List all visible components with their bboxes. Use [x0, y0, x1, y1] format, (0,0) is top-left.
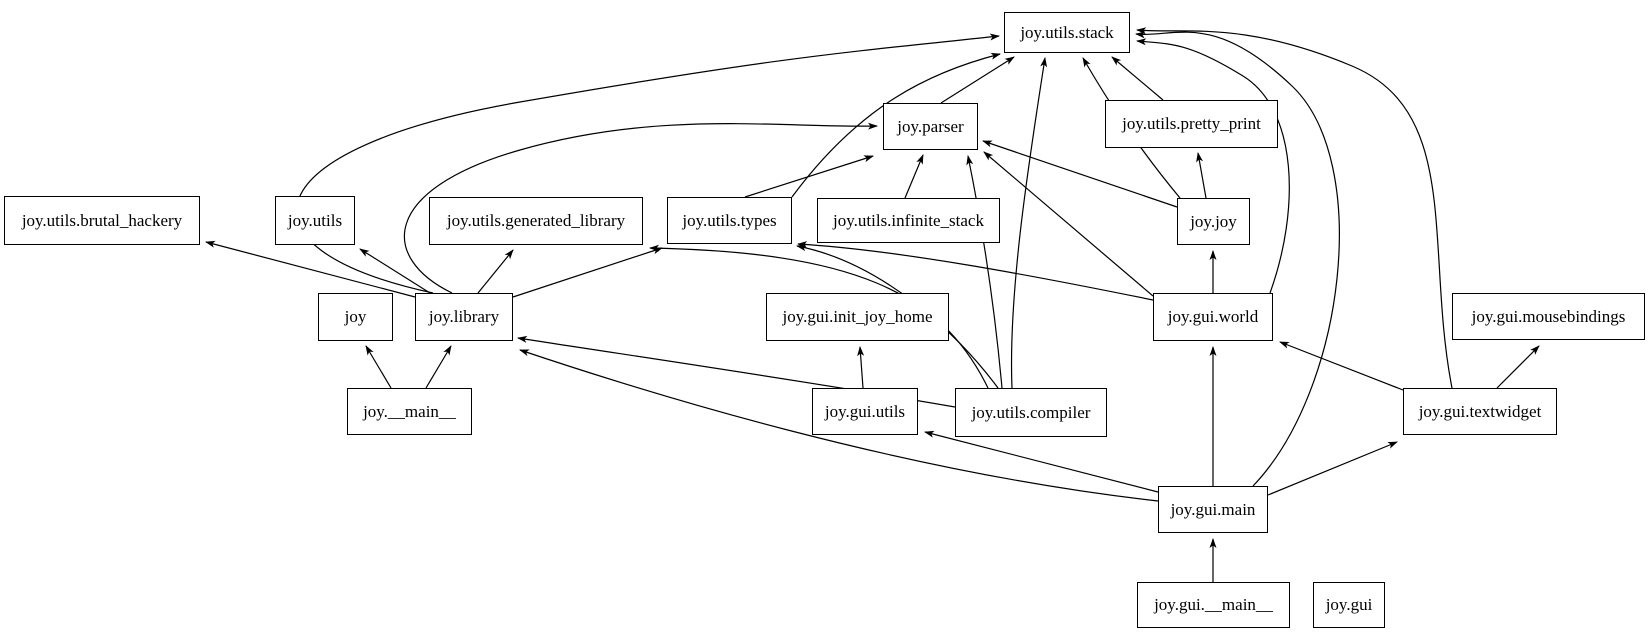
node-joy-gui-mousebindings: joy.gui.mousebindings: [1452, 293, 1645, 340]
node-joy-utils-compiler: joy.utils.compiler: [955, 388, 1107, 437]
edge-joy-joy-to-joy-utils-pretty-print: [1196, 152, 1207, 199]
node-label-joy-gui-world: joy.gui.world: [1167, 307, 1259, 326]
edge-joy-library-to-joy-utils-types: [512, 247, 663, 298]
edge-joy-utils-types-to-joy-utils-stack: [791, 52, 1001, 198]
node-joy-utils-pretty-print: joy.utils.pretty_print: [1105, 100, 1278, 148]
edge-joy-utils-compiler-to-joy-parser: [966, 155, 1003, 389]
node-label-joy-parser: joy.parser: [897, 116, 964, 136]
node-label-joy-gui-mousebindings: joy.gui.mousebindings: [1471, 306, 1626, 326]
node-label-joy-utils-types: joy.utils.types: [682, 210, 777, 230]
edge-joy-gui-main-to-joy-utils-stack: [1135, 31, 1340, 487]
edge-joy-library-to-joy-utils-stack: [295, 33, 1000, 294]
edge-joy-gui-utils-to-joy-gui-init-joy-home: [857, 346, 865, 389]
edge-joy-utils-infinite-stack-to-joy-parser: [904, 154, 924, 199]
node-label-joy-gui-main: joy.gui.main: [1170, 499, 1256, 519]
node-joy-gui-main: joy.gui.main: [1158, 486, 1268, 533]
node-joy-gui-textwidget: joy.gui.textwidget: [1403, 388, 1557, 435]
edge-joy-gui-main-to-joy-gui-utils: [924, 430, 1159, 493]
node-joy-utils-generated-library: joy.utils.generated_library: [429, 197, 643, 245]
node-label-joy-gui-main-module: joy.gui.__main__: [1154, 595, 1273, 614]
node-label-joy-gui: joy.gui: [1325, 595, 1373, 614]
node-label-joy-gui-init-joy-home: joy.gui.init_joy_home: [782, 307, 933, 326]
edge-joy-utils-compiler-to-joy-utils-stack: [1010, 57, 1048, 389]
node-joy-parser: joy.parser: [883, 103, 978, 150]
node-joy-main-module: joy.__main__: [347, 388, 472, 435]
node-joy-gui-world: joy.gui.world: [1153, 293, 1273, 341]
node-joy-utils-brutal-hackery: joy.utils.brutal_hackery: [4, 196, 200, 245]
node-joy-library: joy.library: [415, 293, 513, 341]
node-joy-gui-utils: joy.gui.utils: [812, 388, 918, 435]
node-label-joy-utils-stack: joy.utils.stack: [1020, 22, 1114, 42]
edge-joy-gui-main-to-joy-gui-textwidget: [1267, 441, 1398, 496]
edge-joy-gui-world-to-joy-parser: [983, 151, 1154, 297]
node-joy-joy: joy.joy: [1177, 198, 1250, 245]
node-joy-utils-types: joy.utils.types: [667, 197, 792, 244]
node-label-joy-gui-textwidget: joy.gui.textwidget: [1418, 401, 1542, 421]
node-label-joy: joy: [344, 307, 367, 326]
node-label-joy-utils-compiler: joy.utils.compiler: [971, 402, 1091, 422]
edge-joy-utils-compiler-to-joy-utils-generated-library: [649, 244, 989, 389]
edge-joy-library-to-joy-utils-generated-library: [477, 249, 514, 294]
node-label-joy-library: joy.library: [428, 307, 500, 326]
node-joy-gui-main-module: joy.gui.__main__: [1137, 582, 1290, 628]
edge-joy-gui-textwidget-to-joy-gui-world: [1279, 341, 1404, 391]
edge-joy-joy-to-joy-parser: [982, 140, 1178, 208]
edge-joy-library-to-joy-utils: [359, 248, 431, 294]
node-joy: joy: [318, 293, 393, 341]
node-label-joy-utils-generated-library: joy.utils.generated_library: [446, 211, 626, 230]
node-joy-gui-init-joy-home: joy.gui.init_joy_home: [766, 293, 949, 341]
node-joy-utils-stack: joy.utils.stack: [1004, 12, 1130, 53]
edge-joy-library-to-joy-utils-brutal-hackery: [205, 240, 416, 298]
edge-joy-gui-world-to-joy-utils-types: [797, 241, 1154, 301]
node-label-joy-utils-brutal-hackery: joy.utils.brutal_hackery: [21, 210, 183, 230]
node-label-joy-main-module: joy.__main__: [363, 401, 456, 421]
edge-joy-library-to-joy-parser: [404, 122, 878, 294]
edge-joy-utils-pretty-print-to-joy-utils-stack: [1111, 56, 1164, 101]
node-label-joy-utils-infinite-stack: joy.utils.infinite_stack: [833, 210, 984, 230]
edge-joy-main-module-to-joy-library: [425, 345, 452, 389]
edge-joy-gui-main-to-joy-library: [519, 349, 1159, 502]
edge-joy-gui-textwidget-to-joy-utils-stack: [1136, 27, 1453, 389]
node-label-joy-utils-pretty-print: joy.utils.pretty_print: [1122, 114, 1261, 133]
node-joy-utils: joy.utils: [275, 196, 355, 245]
edge-joy-gui-textwidget-to-joy-gui-mousebindings: [1496, 345, 1540, 389]
node-joy-utils-infinite-stack: joy.utils.infinite_stack: [817, 198, 1000, 243]
edge-joy-gui-world-to-joy-utils-stack: [1136, 38, 1290, 294]
edge-joy-utils-types-to-joy-parser: [744, 155, 874, 198]
node-joy-gui: joy.gui: [1313, 582, 1385, 628]
node-label-joy-joy: joy.joy: [1190, 211, 1237, 231]
node-label-joy-utils: joy.utils: [287, 210, 343, 230]
edge-joy-parser-to-joy-utils-stack: [940, 56, 1015, 104]
edge-joy-main-module-to-joy: [365, 345, 392, 389]
node-label-joy-gui-utils: joy.gui.utils: [824, 401, 906, 421]
